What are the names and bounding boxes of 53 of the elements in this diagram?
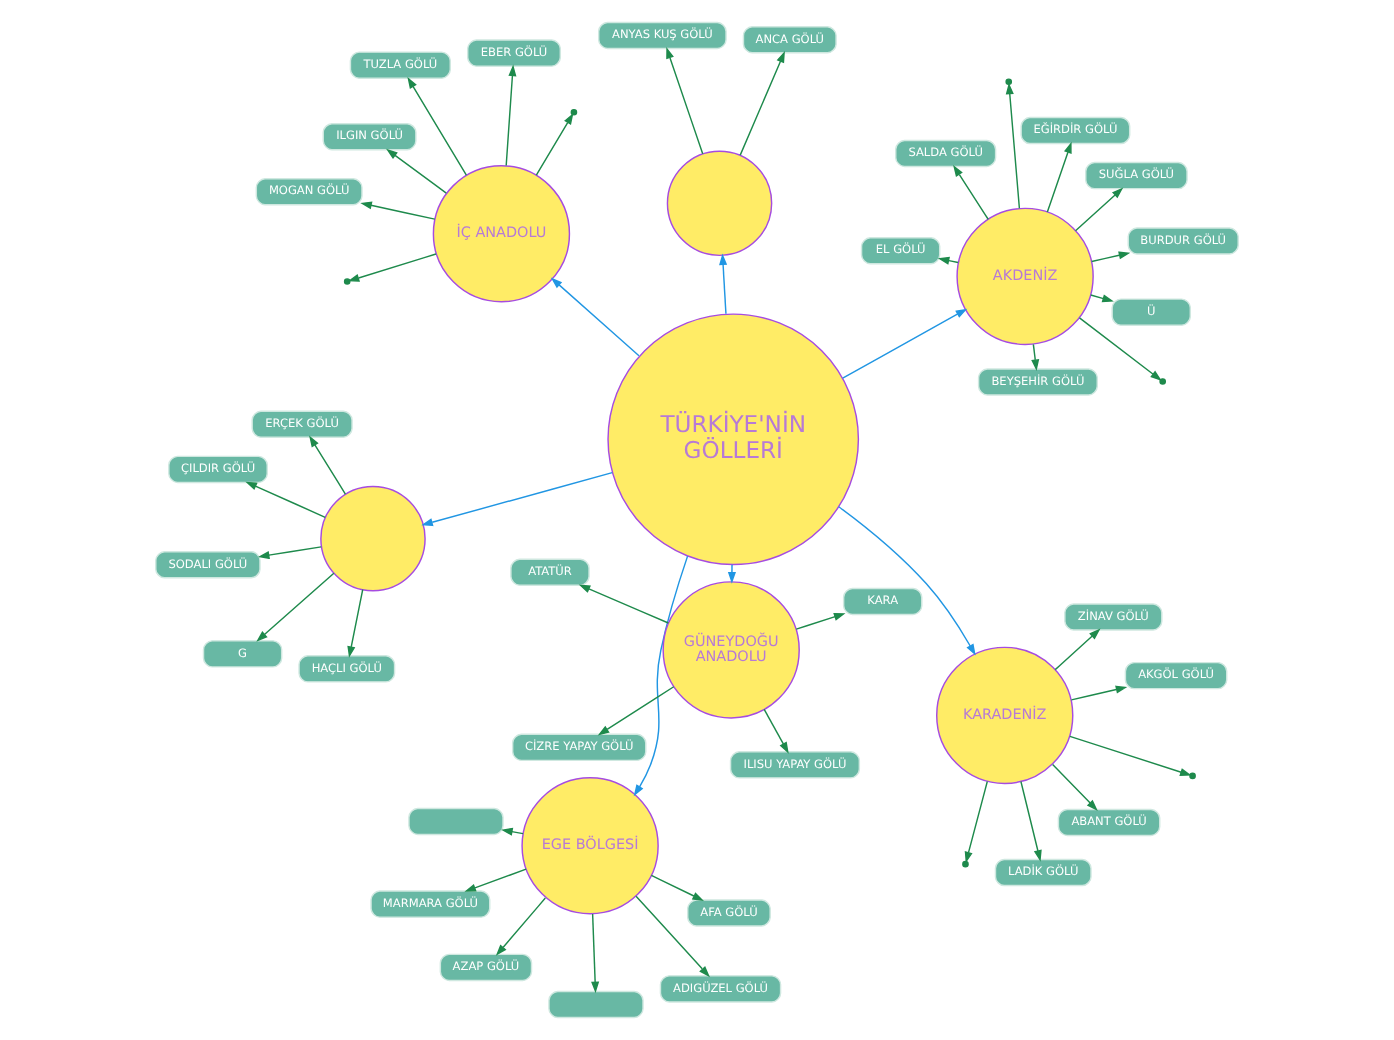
arrow xyxy=(719,253,728,315)
arrow xyxy=(505,64,517,167)
node-circle xyxy=(666,150,773,257)
arrow xyxy=(1054,628,1101,671)
arrow xyxy=(1046,141,1072,213)
arrow xyxy=(937,256,959,265)
arrow xyxy=(1031,343,1040,372)
node-circle: TÜRKİYE'NİN GÖLLERİ xyxy=(607,313,860,566)
node-circle: EGE BÖLGESİ xyxy=(521,777,659,915)
arrow xyxy=(495,897,547,956)
arrow xyxy=(386,148,447,194)
arrow xyxy=(360,201,436,220)
arrow xyxy=(838,506,976,656)
arrow xyxy=(635,895,710,978)
arrow xyxy=(1078,317,1162,381)
arrow xyxy=(1069,735,1192,776)
arrow xyxy=(464,868,527,892)
arrow xyxy=(1090,294,1114,303)
arrow xyxy=(407,76,468,176)
node-circle: İÇ ANADOLU xyxy=(432,165,571,303)
arrow xyxy=(727,564,736,584)
node-circle xyxy=(320,485,426,592)
arrow xyxy=(578,584,670,624)
arrow xyxy=(964,780,988,864)
arrow xyxy=(597,686,675,736)
arrow xyxy=(256,572,335,642)
arrow xyxy=(550,277,640,357)
node-circle: GÜNEYDOĞU ANADOLU xyxy=(662,581,800,719)
arrow xyxy=(309,435,347,495)
arrow xyxy=(1005,82,1021,210)
arrow xyxy=(347,253,437,282)
arrow xyxy=(257,546,322,560)
arrow xyxy=(1020,780,1042,862)
node-box xyxy=(548,990,644,1019)
arrow xyxy=(1051,763,1098,811)
arrow xyxy=(347,589,364,658)
arrow xyxy=(421,471,613,527)
arrow xyxy=(1074,187,1124,232)
arrow xyxy=(1091,251,1131,263)
arrow xyxy=(666,47,704,155)
arrow xyxy=(535,113,574,176)
arrow xyxy=(1070,685,1128,701)
arrow xyxy=(650,874,704,901)
arrow xyxy=(245,481,326,519)
arrow xyxy=(763,708,789,754)
arrow xyxy=(591,913,600,994)
arrow xyxy=(739,51,785,156)
node-circle: KARADENİZ xyxy=(936,646,1074,785)
arrow xyxy=(633,555,689,797)
arrow xyxy=(795,613,846,630)
node-box xyxy=(408,807,504,836)
arrow xyxy=(842,308,968,379)
arrow xyxy=(953,164,989,220)
